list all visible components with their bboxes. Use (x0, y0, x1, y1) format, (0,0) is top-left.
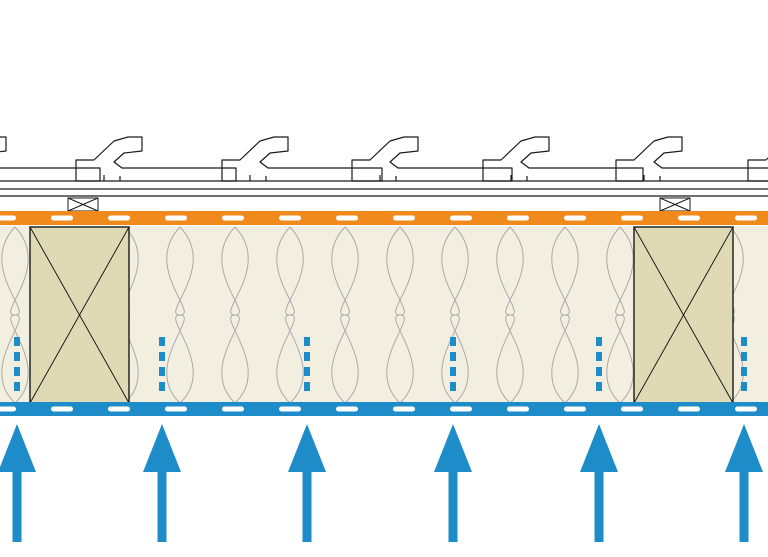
bottom-membrane (0, 402, 768, 416)
top-membrane-layer (0, 211, 768, 225)
up-arrow-icon (434, 424, 472, 542)
vapour-dash-icon (450, 337, 456, 391)
membrane-dash (279, 406, 301, 412)
membrane-dash (678, 215, 700, 221)
membrane-dash (222, 215, 244, 221)
vapour-dash-icon (304, 337, 310, 391)
up-arrow-icon (143, 424, 181, 542)
top-membrane (0, 211, 768, 225)
membrane-dash (222, 406, 244, 412)
membrane-dash (279, 215, 301, 221)
roof-tile (351, 136, 513, 182)
membrane-dash (735, 215, 757, 221)
membrane-dash (735, 406, 757, 412)
membrane-dash (165, 215, 187, 221)
membrane-dash (0, 215, 16, 221)
vapour-arrows-layer (0, 424, 763, 542)
insulation-wave (221, 226, 249, 404)
membrane-dash (336, 406, 358, 412)
insulation-wave (496, 226, 524, 404)
up-arrow-icon (0, 424, 36, 542)
membrane-dash (507, 406, 529, 412)
membrane-dash (51, 215, 73, 221)
batten-cross-icon (67, 197, 99, 212)
bottom-membrane-layer (0, 402, 768, 416)
up-arrow-icon (288, 424, 326, 542)
insulation-wave (331, 226, 359, 404)
vapour-dash-icon (596, 337, 602, 391)
membrane-dash (108, 406, 130, 412)
insulation-wave (606, 226, 634, 404)
up-arrow-icon (725, 424, 763, 542)
membrane-dash (621, 215, 643, 221)
tile-nib (379, 175, 397, 181)
membrane-dash (564, 406, 586, 412)
membrane-dash (108, 215, 130, 221)
insulation-wave (441, 226, 469, 404)
vapour-dash-icon (741, 337, 747, 391)
counter-battens-layer (67, 197, 691, 212)
rafter-cross-icon (29, 226, 130, 404)
membrane-dash (336, 215, 358, 221)
vapour-dash-icon (14, 337, 20, 391)
membrane-dash (564, 215, 586, 221)
roof-tiles-layer (0, 136, 768, 197)
roof-tile (0, 136, 101, 182)
membrane-dash (0, 406, 16, 412)
tile-nib (643, 175, 661, 181)
membrane-dash (678, 406, 700, 412)
membrane-dash (450, 215, 472, 221)
roof-tile (482, 136, 644, 182)
tile-nib (510, 175, 528, 181)
insulation-wave (551, 226, 579, 404)
roof-tile (615, 136, 768, 182)
vapour-dashes-layer (14, 337, 747, 391)
insulation-wave (166, 226, 194, 404)
membrane-dash (393, 406, 415, 412)
insulation-wave (276, 226, 304, 404)
membrane-dash (51, 406, 73, 412)
tile-nib (249, 175, 267, 181)
rafter-cross-icon (633, 226, 734, 404)
tile-nib (103, 175, 121, 181)
insulation-wave (386, 226, 414, 404)
rafters-layer (29, 226, 734, 404)
vapour-dash-icon (159, 337, 165, 391)
roof-tile (747, 157, 768, 182)
membrane-dash (393, 215, 415, 221)
up-arrow-icon (580, 424, 618, 542)
insulation-wave (1, 226, 29, 404)
membrane-dash (621, 406, 643, 412)
batten-cross-icon (659, 197, 691, 212)
membrane-dash (507, 215, 529, 221)
roof-tile (221, 136, 383, 182)
membrane-dash (165, 406, 187, 412)
membrane-dash (450, 406, 472, 412)
